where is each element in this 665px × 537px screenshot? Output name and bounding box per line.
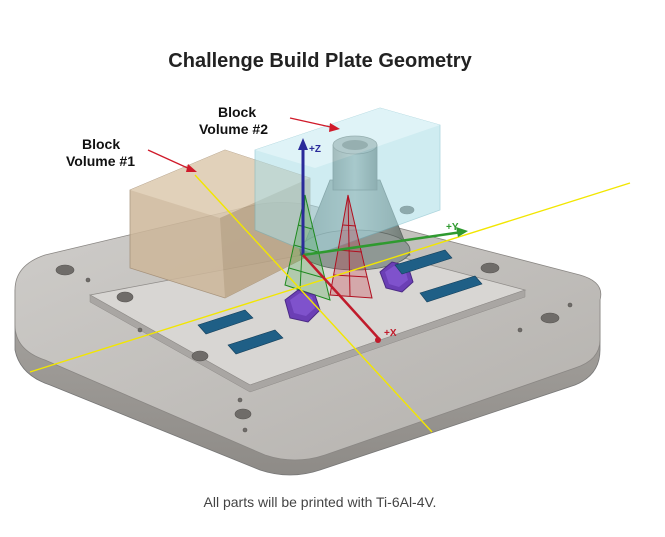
callout-block2-line1: Block (218, 104, 256, 120)
blue-bars (197, 249, 483, 355)
x-axis (302, 254, 381, 341)
y-axis (302, 230, 463, 257)
figure-title: Challenge Build Plate Geometry (168, 50, 472, 72)
callout-block2-line2: Volume #2 (199, 121, 268, 137)
pointer-line-1 (147, 149, 193, 171)
callout-block1-line1: Block (82, 136, 120, 152)
coordinate-axes: +Z +Y +X (298, 138, 468, 343)
yellow-reference-lines (29, 174, 631, 433)
callout-block1-line2: Volume #1 (66, 153, 135, 169)
z-axis-label: +Z (309, 144, 321, 155)
x-axis-label: +X (384, 328, 397, 339)
pointer-line-2 (289, 117, 336, 129)
callout-block-volume-2: Block Volume #2 (199, 104, 340, 137)
figure-caption: All parts will be printed with Ti-6Al-4V… (203, 494, 437, 510)
y-axis-label: +Y (446, 222, 459, 233)
callout-block-volume-1: Block Volume #1 (66, 136, 197, 172)
